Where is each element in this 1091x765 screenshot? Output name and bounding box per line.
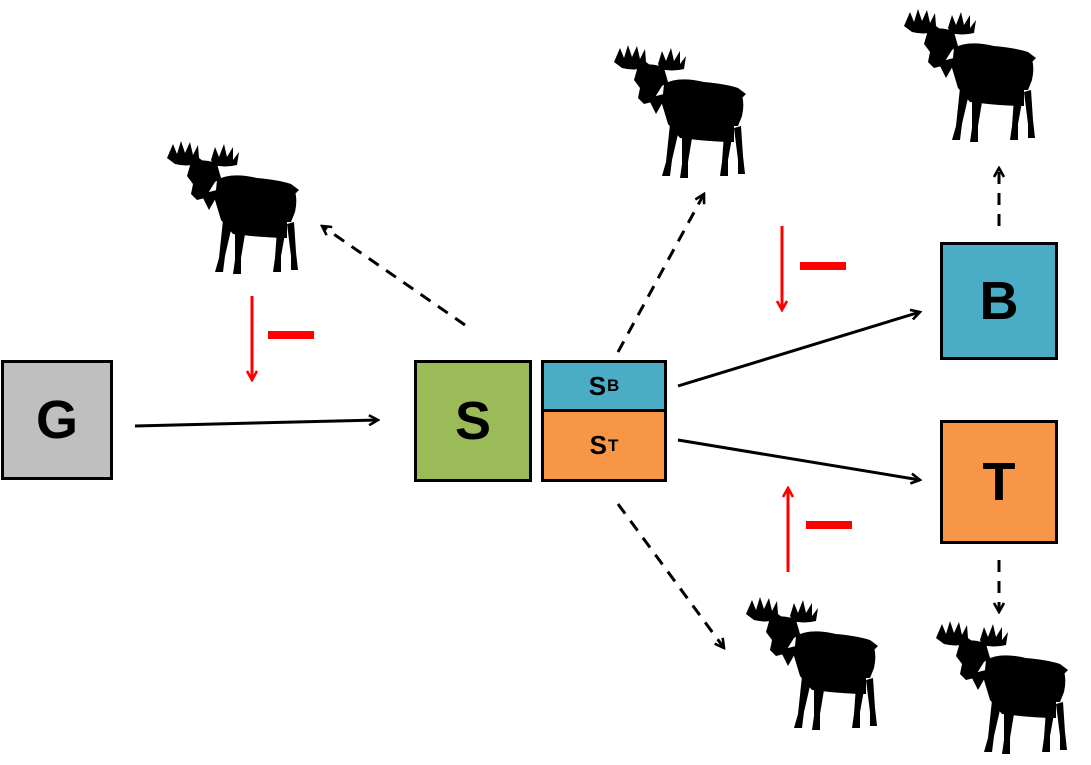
moose-icon xyxy=(904,9,1036,142)
moose-icon xyxy=(936,621,1068,754)
arrow-sb-to-b xyxy=(677,312,920,388)
node-s: S xyxy=(414,360,532,482)
node-g: G xyxy=(1,360,113,480)
node-b-label: B xyxy=(979,271,1019,331)
node-b: B xyxy=(940,242,1058,360)
s-b-main: S xyxy=(588,370,607,401)
minus-sign-top xyxy=(800,262,846,270)
arrow-g-to-s xyxy=(134,420,378,428)
minus-sign-bottom xyxy=(806,521,852,529)
moose-icon xyxy=(614,45,746,178)
dashed-arrow-s-to-moose-left xyxy=(322,226,466,327)
s-b-subscript: B xyxy=(607,376,620,395)
dashed-arrow-s-to-moose-top xyxy=(616,194,704,353)
s-t-subscript: T xyxy=(607,435,619,455)
s-t-main: S xyxy=(589,430,607,460)
arrow-st-to-t xyxy=(677,438,920,480)
node-s-label: S xyxy=(454,391,492,451)
node-g-label: G xyxy=(35,390,78,450)
dashed-arrow-s-to-moose-bottom xyxy=(616,503,724,648)
minus-sign-left xyxy=(268,331,314,339)
node-t-label: T xyxy=(982,452,1016,512)
node-t: T xyxy=(940,420,1058,544)
moose-icon xyxy=(746,597,878,730)
moose-icon xyxy=(167,141,299,274)
